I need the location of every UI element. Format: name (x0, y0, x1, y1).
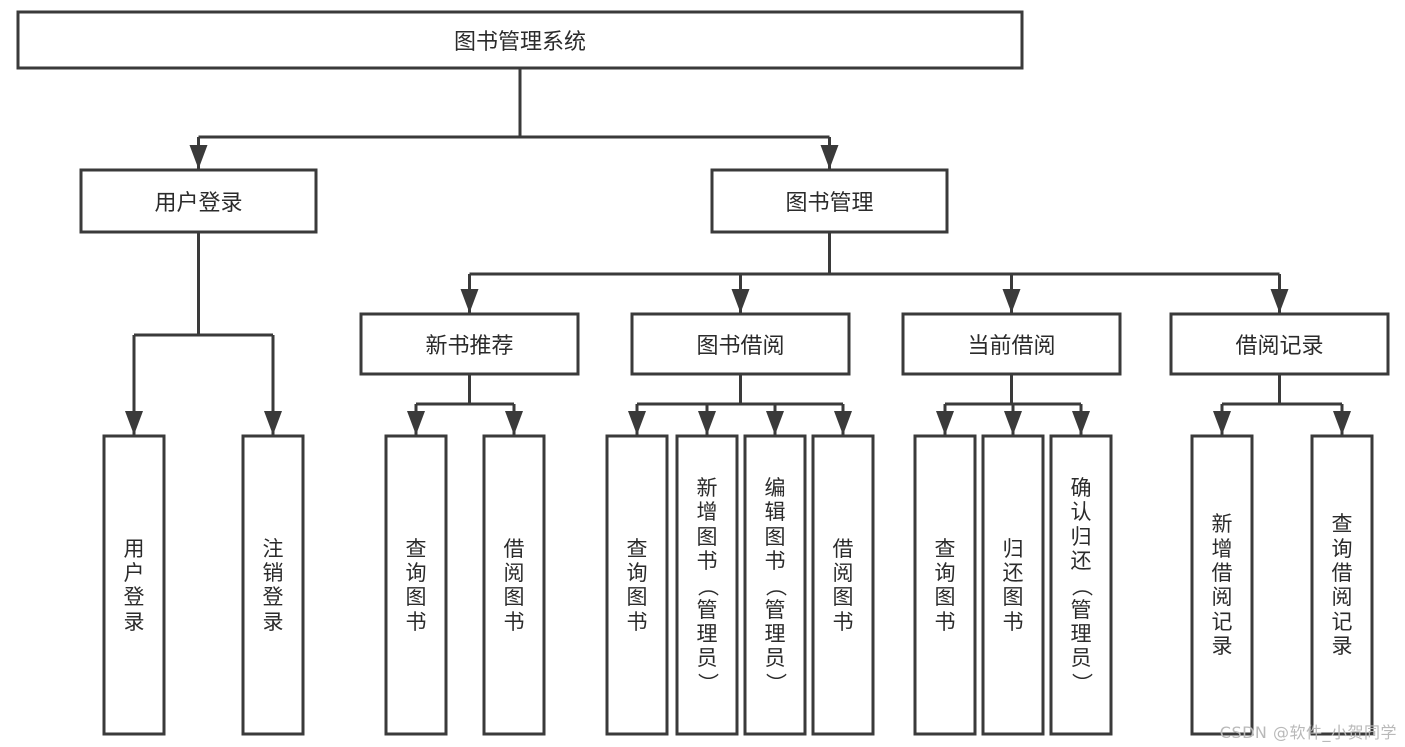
connector-lines-layer (125, 68, 1351, 435)
arrow-head-icon-to-leaf-borrow-book-1 (505, 411, 523, 435)
node-box-new-book-recommend[interactable] (359, 312, 580, 376)
node-box-leaf-edit-book[interactable] (743, 434, 807, 736)
node-box-leaf-query-record[interactable] (1310, 434, 1374, 736)
node-box-leaf-add-book[interactable] (675, 434, 739, 736)
node-boxes-layer (16, 10, 1390, 736)
arrow-head-icon-to-leaf-edit-book (766, 411, 784, 435)
node-box-leaf-borrow-book-1[interactable] (482, 434, 546, 736)
node-box-leaf-add-record[interactable] (1190, 434, 1254, 736)
node-box-book-borrow[interactable] (630, 312, 851, 376)
node-box-leaf-confirm-return[interactable] (1049, 434, 1113, 736)
arrow-head-icon-to-leaf-add-book (698, 411, 716, 435)
node-box-borrow-record[interactable] (1169, 312, 1390, 376)
arrow-head-icon-to-new-book-recommend (460, 289, 479, 313)
arrow-head-icon-to-leaf-query-book-2 (628, 411, 646, 435)
arrow-head-icon-to-leaf-logout (264, 411, 282, 435)
node-box-leaf-logout[interactable] (241, 434, 305, 736)
arrow-head-icon-to-leaf-return-book (1004, 411, 1022, 435)
node-box-root[interactable] (16, 10, 1024, 70)
arrow-head-icon-to-leaf-query-record (1333, 411, 1351, 435)
arrow-head-icon-to-book-borrow (731, 289, 750, 313)
arrow-head-icon-to-borrow-record (1270, 289, 1289, 313)
arrow-head-icon-to-book-management (820, 145, 839, 169)
arrow-head-icon-to-leaf-add-record (1213, 411, 1231, 435)
node-box-current-borrow[interactable] (901, 312, 1122, 376)
arrow-head-icon-to-leaf-query-book-1 (407, 411, 425, 435)
arrow-head-icon-to-user-login (189, 145, 208, 169)
node-box-leaf-query-book-1[interactable] (384, 434, 448, 736)
node-box-user-login[interactable] (79, 168, 318, 234)
node-box-leaf-user-login[interactable] (102, 434, 166, 736)
node-box-leaf-query-book-3[interactable] (913, 434, 977, 736)
node-box-book-management[interactable] (710, 168, 949, 234)
arrow-head-icon-to-current-borrow (1002, 289, 1021, 313)
node-box-leaf-borrow-book-2[interactable] (811, 434, 875, 736)
node-box-leaf-return-book[interactable] (981, 434, 1045, 736)
arrow-head-icon-to-leaf-borrow-book-2 (834, 411, 852, 435)
arrow-head-icon-to-leaf-confirm-return (1072, 411, 1090, 435)
node-box-leaf-query-book-2[interactable] (605, 434, 669, 736)
arrow-head-icon-to-leaf-query-book-3 (936, 411, 954, 435)
arrow-head-icon-to-leaf-user-login (125, 411, 143, 435)
